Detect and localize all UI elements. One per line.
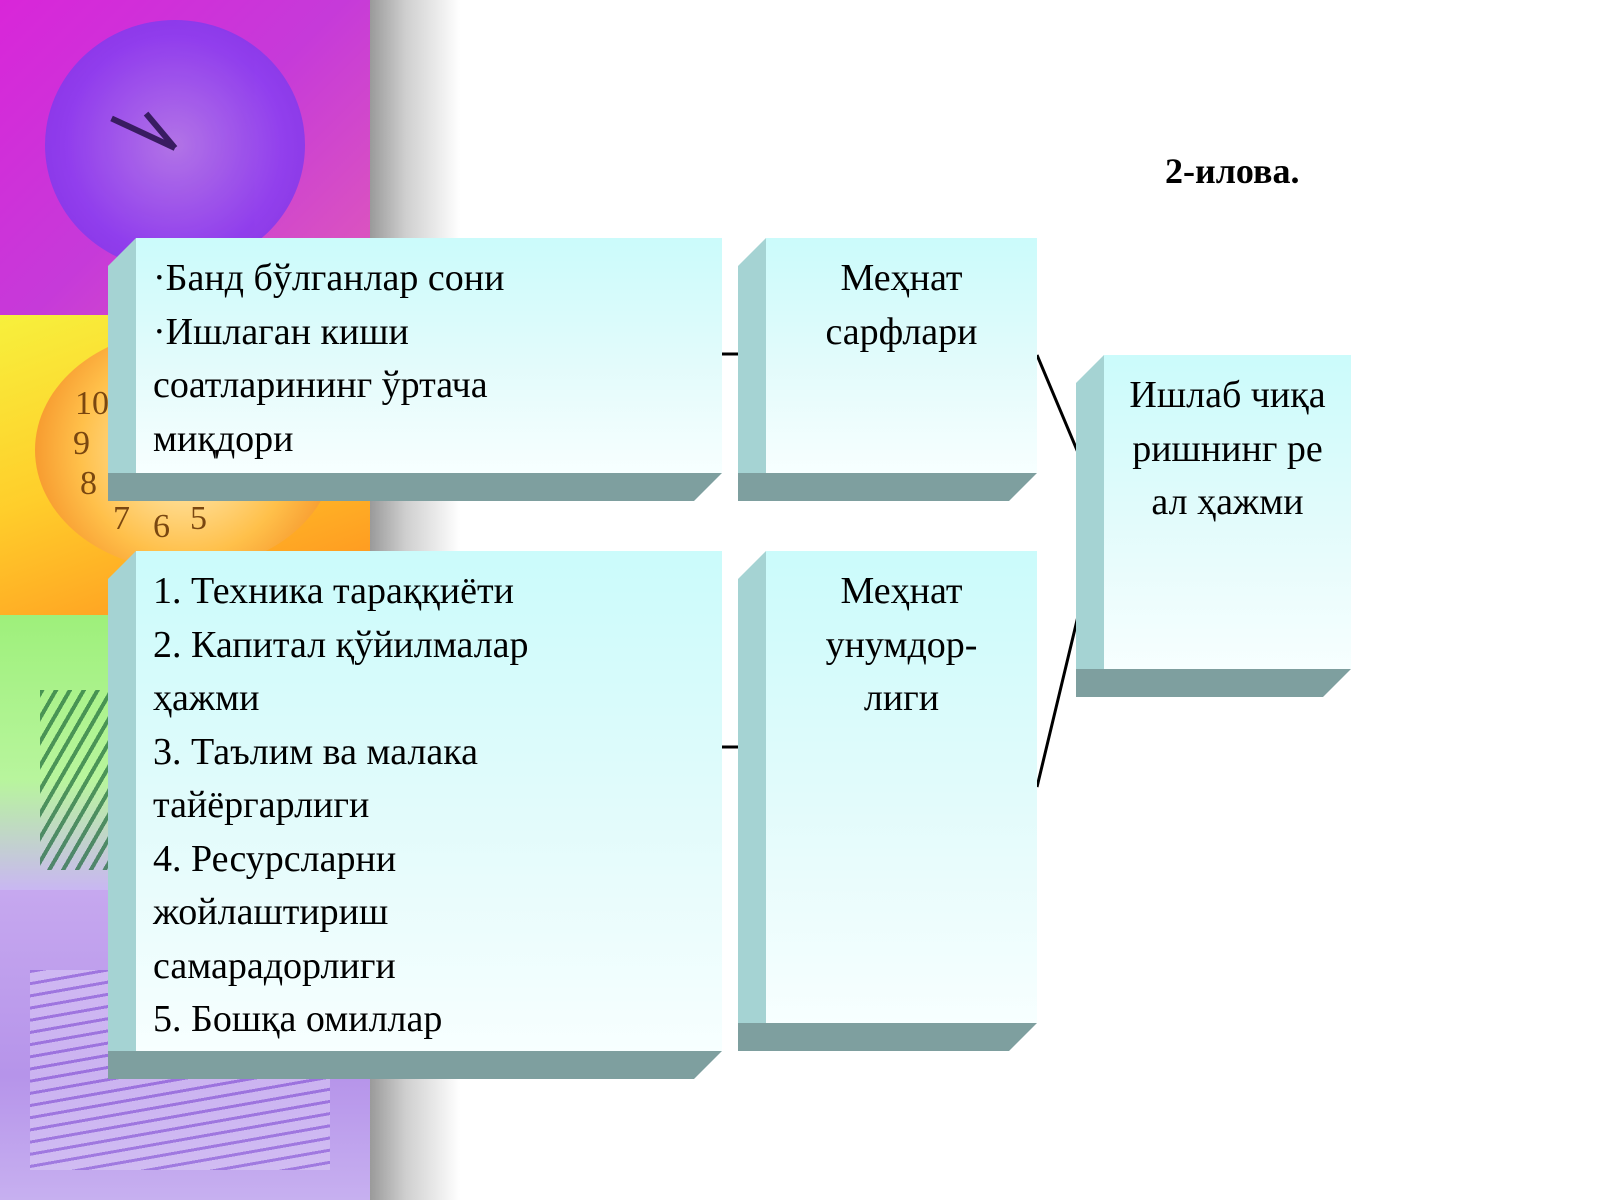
real-output-face: Ишлаб чиқаришнинг реал ҳажми [1104, 355, 1351, 669]
labour-costs-face: Меҳнат сарфлари [766, 238, 1037, 473]
productivity-factor-item: 3. Таълим ва малака тайёргарлиги [153, 730, 479, 827]
productivity-factors-face: 1. Техника тараққиёти 2. Капитал қўйилма… [136, 551, 722, 1051]
labour-factors-face: ·Банд бўлганлар сони ·Ишлаган киши соатл… [136, 238, 722, 473]
productivity-factor-item: 5. Бошқа омиллар [153, 998, 443, 1040]
labour-factors-box: ·Банд бўлганлар сони ·Ишлаган киши соатл… [108, 238, 722, 501]
productivity-factor-item: 2. Капитал қўйилмалар ҳажми [153, 623, 529, 720]
labour-factor-item: ·Банд бўлганлар сони [153, 257, 505, 299]
labour-productivity-face: Меҳнат унумдор-лиги [766, 551, 1037, 1023]
real-output-label: Ишлаб чиқаришнинг реал ҳажми [1129, 374, 1326, 523]
labour-productivity-label: Меҳнат унумдор-лиги [825, 570, 978, 719]
page-title: 2-илова. [1165, 151, 1300, 191]
real-output-box: Ишлаб чиқаришнинг реал ҳажми [1076, 355, 1351, 697]
productivity-factors-box: 1. Техника тараққиёти 2. Капитал қўйилма… [108, 551, 722, 1079]
labour-costs-box: Меҳнат сарфлари [738, 238, 1037, 501]
productivity-factor-item: 1. Техника тараққиёти [153, 570, 514, 612]
clock-image [45, 20, 305, 270]
green-pattern [40, 690, 120, 870]
labour-factor-item: ·Ишлаган киши соатларининг ўртача миқдор… [153, 310, 488, 460]
labour-productivity-box: Меҳнат унумдор-лиги [738, 551, 1037, 1051]
productivity-factor-item: 4. Ресурсларни жойлаштириш самарадорлиги [153, 837, 397, 987]
labour-costs-label: Меҳнат сарфлари [825, 257, 978, 353]
